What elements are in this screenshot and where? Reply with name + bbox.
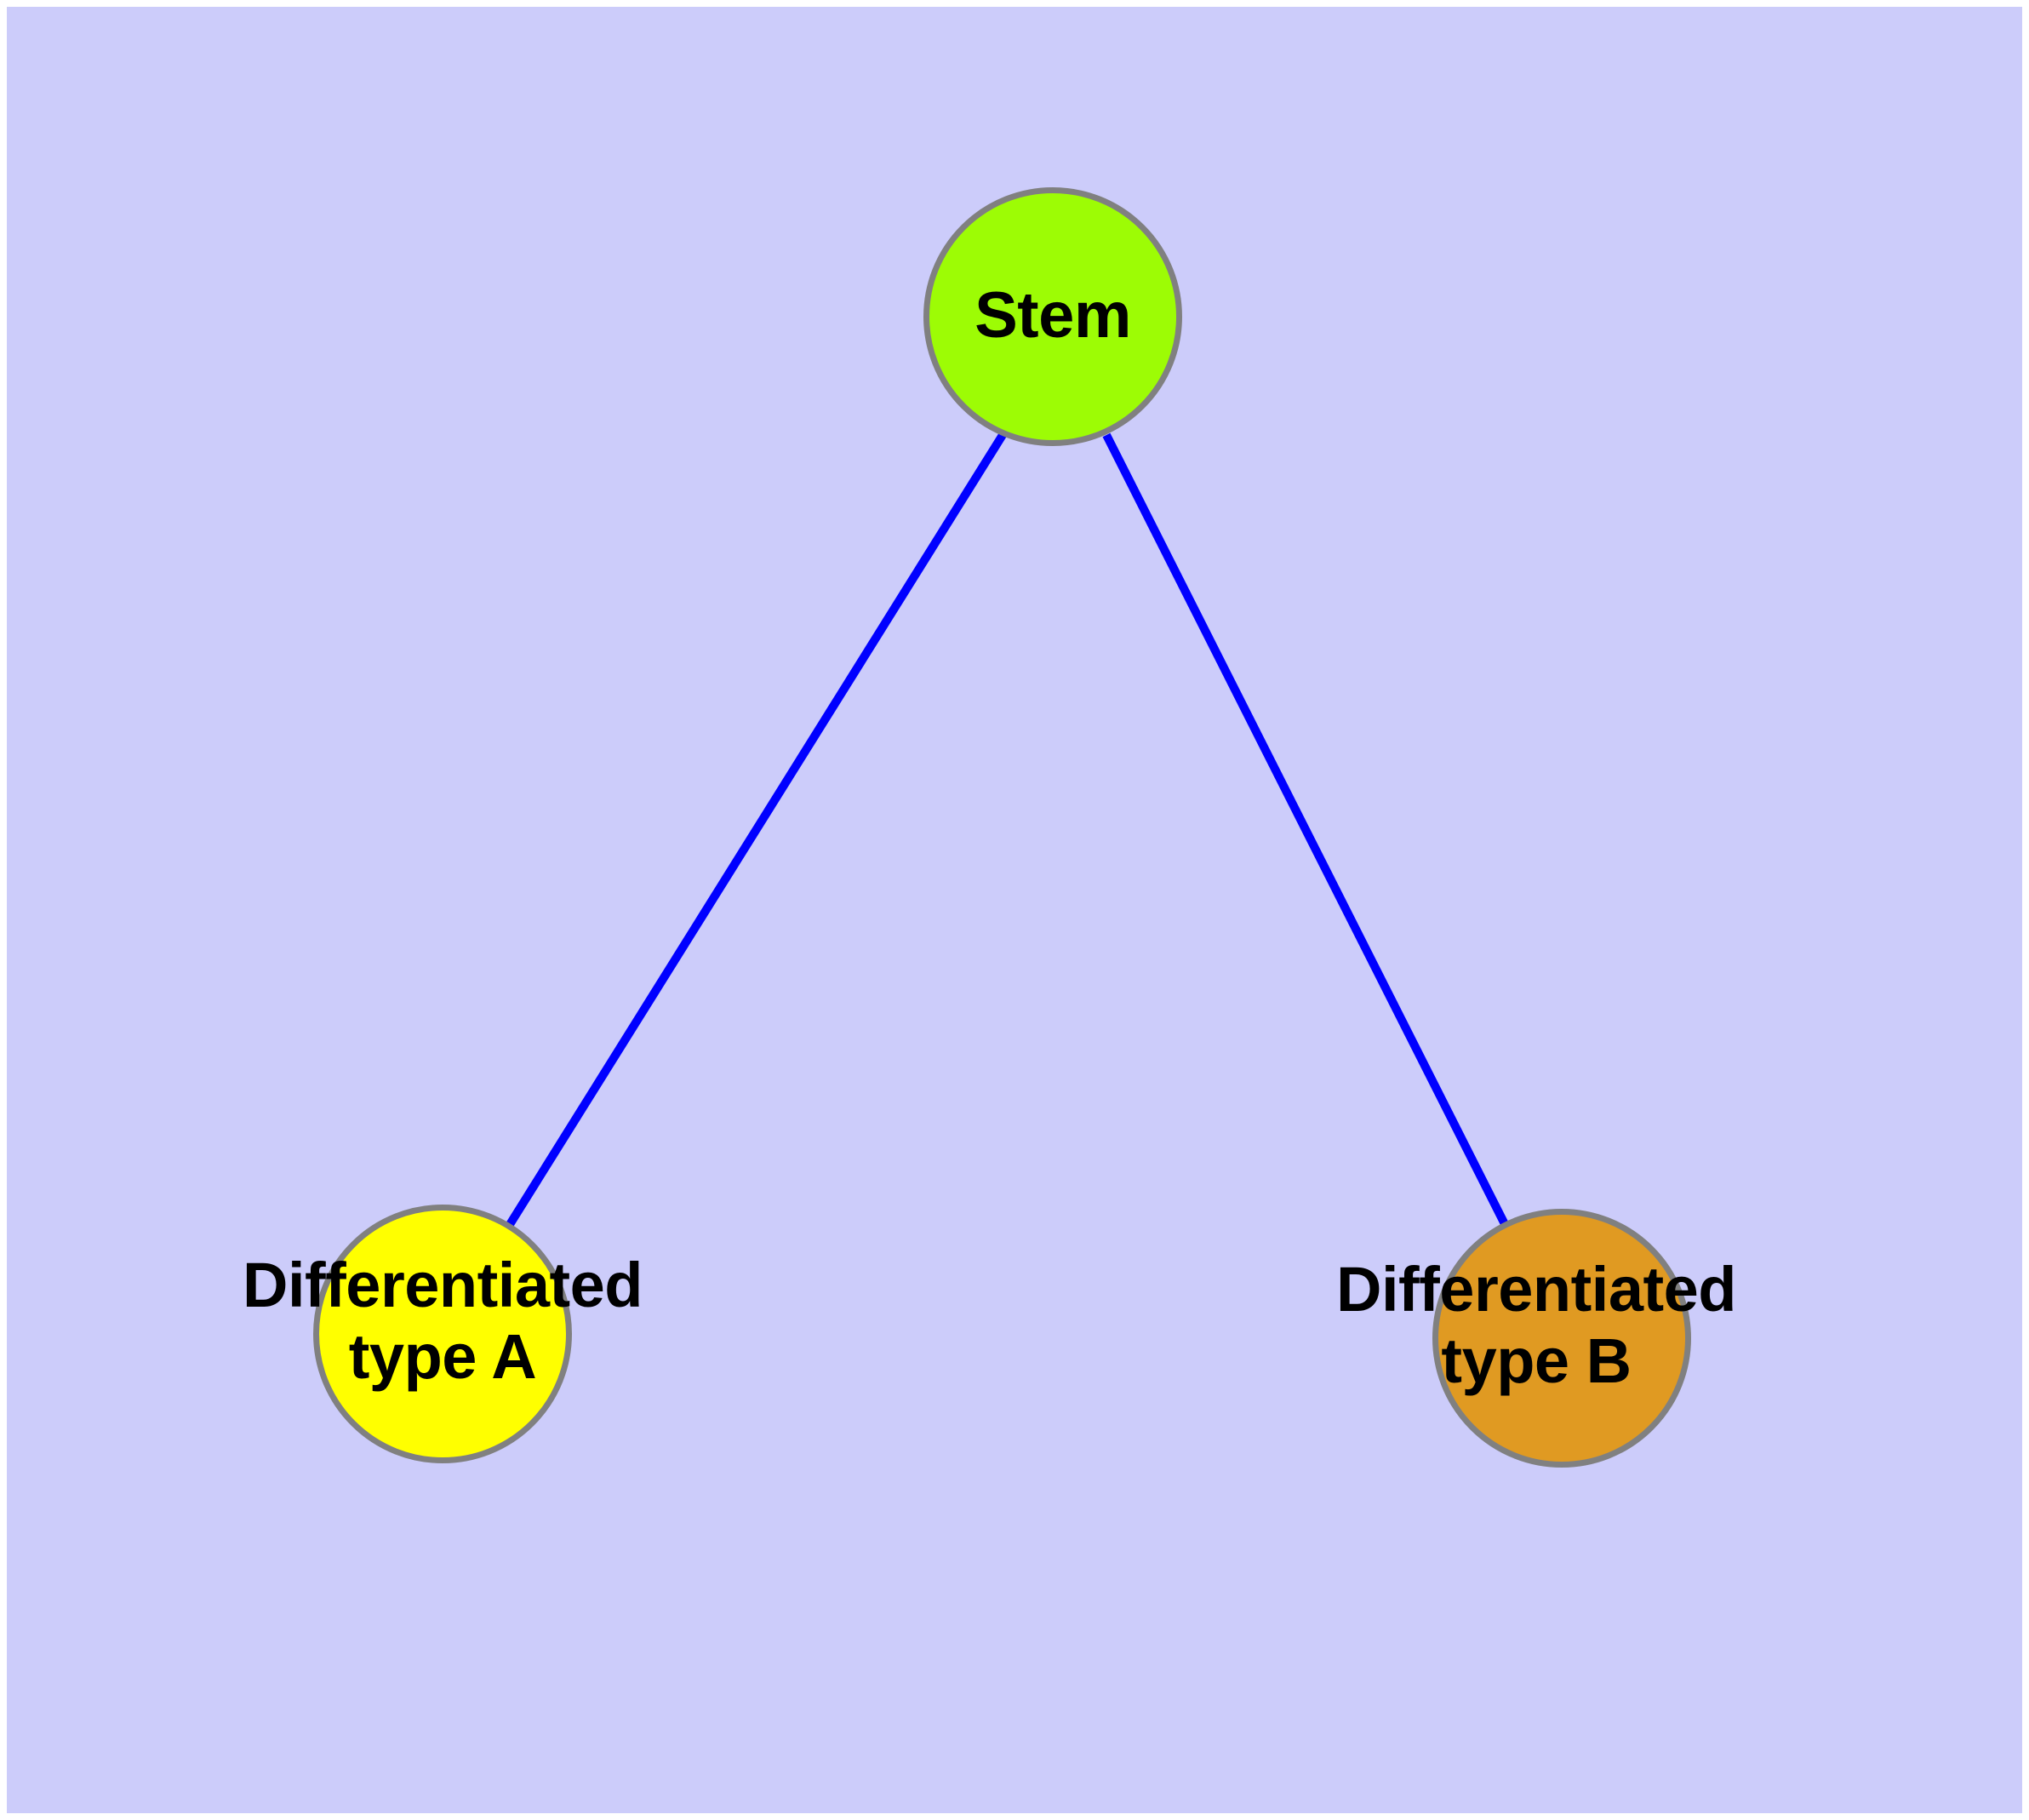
node-stem[interactable] <box>923 187 1182 446</box>
node-layer: Stem Differentiated type A Differentiate… <box>7 7 2022 1813</box>
node-label-stem: Stem <box>974 279 1131 352</box>
node-label-differentiated-type-a: Differentiated type A <box>243 1250 643 1392</box>
node-differentiated-type-b[interactable] <box>1432 1209 1691 1468</box>
edge-stem-to-type-b <box>1102 432 1509 1227</box>
node-label-differentiated-type-b: Differentiated type B <box>1336 1254 1736 1396</box>
edge-layer <box>505 432 1509 1228</box>
node-differentiated-type-a[interactable] <box>313 1205 572 1463</box>
graph-plot-area: Stem Differentiated type A Differentiate… <box>7 7 2022 1813</box>
edge-stem-to-type-a <box>505 432 1007 1228</box>
